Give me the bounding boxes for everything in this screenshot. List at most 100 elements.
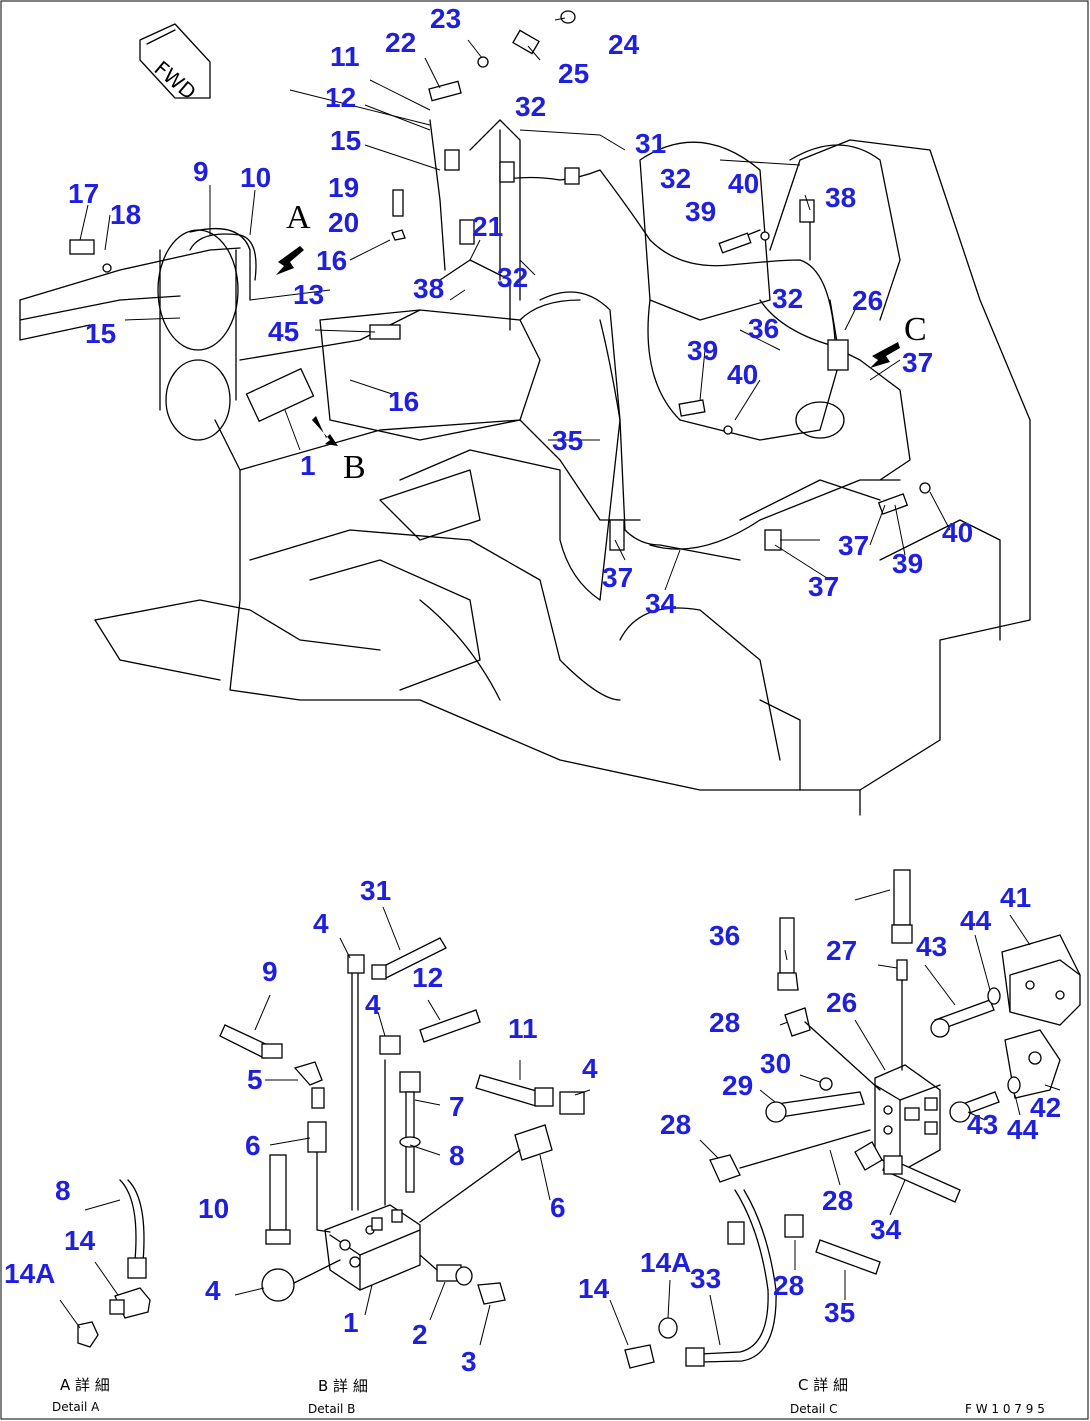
callout-32: 32 [515, 91, 546, 122]
callout-37-b: 37 [838, 530, 869, 561]
callout-39: 39 [685, 196, 716, 227]
callout-24: 24 [608, 29, 640, 60]
leader-lines-b [234, 906, 591, 1346]
callout-28-c: 28 [822, 1185, 853, 1216]
callout-9-b: 9 [262, 956, 278, 987]
callout-39-b: 39 [687, 335, 718, 366]
callout-2: 2 [412, 1319, 428, 1350]
callout-8: 8 [449, 1140, 465, 1171]
view-letter-b: B [343, 449, 366, 486]
callout-3: 3 [461, 1346, 477, 1377]
callout-10: 10 [240, 162, 271, 193]
callout-41: 41 [1000, 882, 1031, 913]
callout-32-c: 32 [497, 262, 528, 293]
callout-21: 21 [472, 211, 503, 242]
view-arrow-b-icon: B [312, 416, 366, 486]
callout-37: 37 [902, 347, 933, 378]
callout-4-b: 4 [365, 989, 381, 1020]
view-letter-a: A [286, 199, 311, 236]
detail-a-caption-jp: A 詳 細 [60, 1376, 110, 1394]
view-arrow-a-icon: A [276, 199, 311, 275]
callout-numbers: 23 22 24 25 11 12 32 15 31 19 32 40 38 9… [4, 3, 1061, 1377]
callout-4-c: 4 [582, 1053, 598, 1084]
detail-c-drawing [624, 869, 1081, 1369]
drawing-code: F W 1 0 7 9 5 [965, 1402, 1045, 1416]
fwd-label: FWD [150, 56, 201, 104]
detail-captions: A 詳 細 Detail A B 詳 細 Detail B C 詳 細 Deta… [52, 1376, 1045, 1416]
detail-a-drawing [59, 1179, 151, 1348]
callout-32-d: 32 [772, 283, 803, 314]
callout-1-b: 1 [343, 1307, 359, 1338]
callout-15: 15 [330, 125, 361, 156]
callout-43-b: 43 [967, 1109, 998, 1140]
hose-lines [189, 119, 911, 561]
callout-8-b: 8 [55, 1175, 71, 1206]
callout-37-c: 37 [602, 562, 633, 593]
callout-31: 31 [635, 128, 666, 159]
callout-43: 43 [916, 931, 947, 962]
callout-42: 42 [1030, 1092, 1061, 1123]
callout-14a-b: 14A [640, 1247, 691, 1278]
callout-36-b: 36 [709, 920, 740, 951]
callout-44: 44 [960, 905, 992, 936]
main-view-fittings [69, 10, 931, 551]
callout-17: 17 [68, 178, 99, 209]
callout-37-d: 37 [808, 571, 839, 602]
callout-32-b: 32 [660, 163, 691, 194]
callout-36: 36 [748, 313, 779, 344]
callout-6: 6 [245, 1130, 261, 1161]
callout-40-c: 40 [942, 517, 973, 548]
callout-27: 27 [826, 935, 857, 966]
leader-lines-c [609, 889, 1061, 1346]
callout-40: 40 [728, 168, 759, 199]
callout-7: 7 [449, 1091, 465, 1122]
callout-18: 18 [110, 199, 141, 230]
callout-38: 38 [825, 182, 856, 213]
callout-35: 35 [552, 425, 583, 456]
detail-a-caption-en: Detail A [52, 1400, 100, 1414]
detail-c-caption-jp: C 詳 細 [798, 1376, 848, 1394]
callout-14: 14 [64, 1225, 96, 1256]
callout-28-b: 28 [660, 1109, 691, 1140]
callout-30: 30 [760, 1048, 791, 1079]
view-arrow-c-icon: C [870, 311, 927, 368]
callout-1: 1 [300, 450, 316, 481]
callout-19: 19 [328, 172, 359, 203]
callout-15-b: 15 [85, 318, 116, 349]
callout-45: 45 [268, 316, 299, 347]
detail-b-caption-jp: B 詳 細 [318, 1377, 368, 1395]
callout-11: 11 [330, 41, 360, 72]
callout-26-b: 26 [826, 987, 857, 1018]
callout-44-b: 44 [1007, 1114, 1039, 1145]
callout-34-b: 34 [870, 1214, 902, 1245]
callout-34: 34 [645, 588, 677, 619]
callout-11-b: 11 [508, 1013, 538, 1044]
callout-38-b: 38 [413, 273, 444, 304]
callout-22: 22 [385, 27, 416, 58]
callout-25: 25 [558, 58, 589, 89]
callout-4: 4 [313, 908, 329, 939]
callout-14a: 14A [4, 1258, 55, 1289]
callout-13: 13 [293, 279, 324, 310]
detail-b-drawing [219, 937, 585, 1305]
callout-12: 12 [325, 82, 356, 113]
callout-35-b: 35 [824, 1297, 855, 1328]
callout-5: 5 [247, 1064, 263, 1095]
callout-16-b: 16 [388, 386, 419, 417]
fwd-arrow-icon: FWD [139, 23, 211, 105]
callout-9: 9 [193, 156, 209, 187]
detail-c-caption-en: Detail C [790, 1402, 838, 1416]
callout-16: 16 [316, 245, 347, 276]
machine-frame-drawing [19, 119, 1031, 816]
callout-28: 28 [709, 1007, 740, 1038]
view-letter-c: C [904, 311, 927, 348]
leader-lines-main [79, 17, 951, 591]
callout-20: 20 [328, 207, 359, 238]
detail-b-caption-en: Detail B [308, 1402, 355, 1416]
callout-6-b: 6 [550, 1192, 566, 1223]
callout-40-b: 40 [727, 359, 758, 390]
callout-28-d: 28 [773, 1270, 804, 1301]
callout-29: 29 [722, 1070, 753, 1101]
